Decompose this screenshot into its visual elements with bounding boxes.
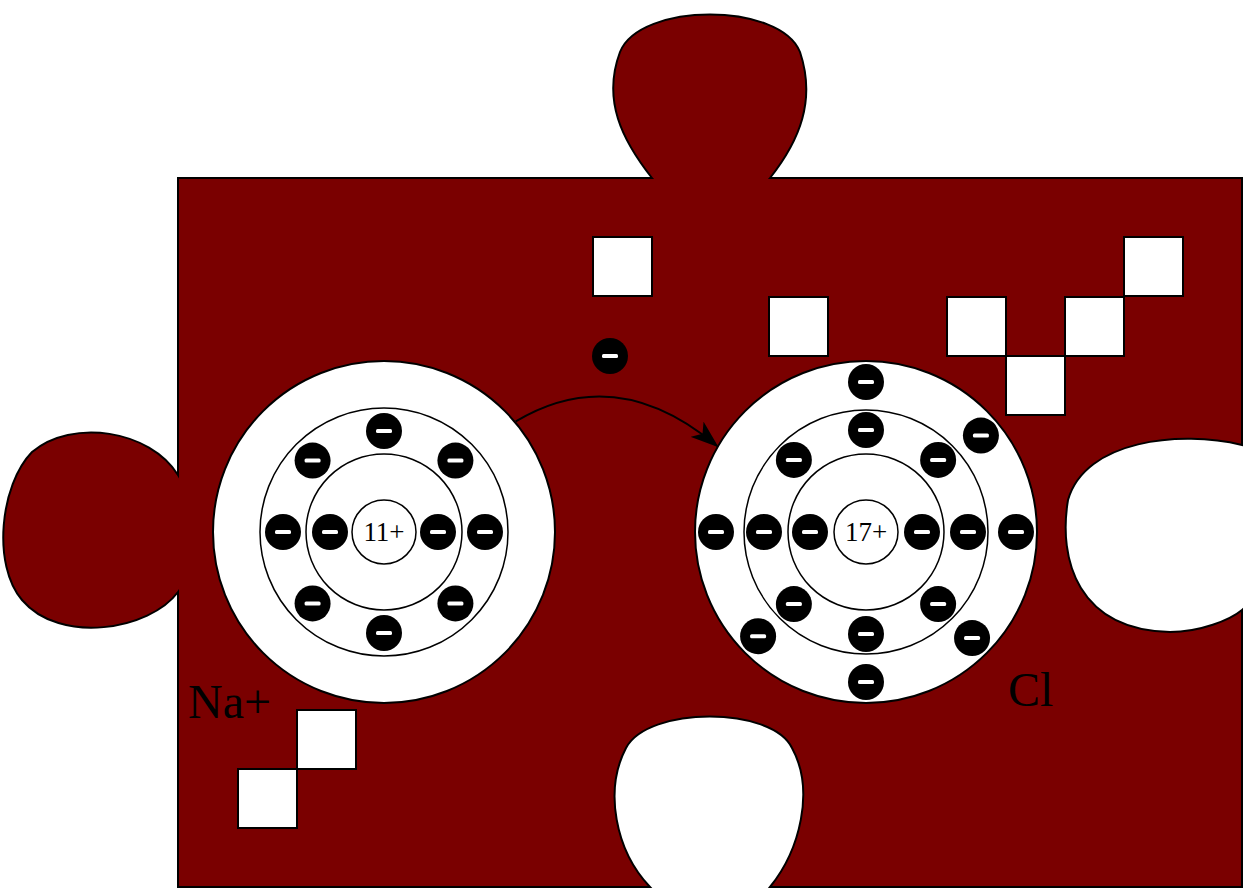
puzzle-outline: [3, 15, 1242, 888]
electron: [366, 413, 402, 449]
electron: [848, 664, 884, 700]
electron: [295, 585, 331, 621]
electron: [420, 514, 456, 550]
electron: [295, 443, 331, 479]
electron: [920, 442, 956, 478]
electron: [848, 412, 884, 448]
nucleus-circle: 11+: [351, 499, 417, 565]
atom-label: Na+: [188, 678, 271, 726]
electron: [437, 585, 473, 621]
electron: [920, 586, 956, 622]
electron: [950, 514, 986, 550]
atom-circle: Na+11+: [212, 360, 556, 704]
electron-transfer-arrow: [516, 397, 717, 446]
electron: [366, 615, 402, 651]
electron: [265, 514, 301, 550]
nucleus-charge: 17+: [845, 519, 887, 546]
electron: [776, 586, 812, 622]
electron: [954, 620, 990, 656]
electron: [467, 514, 503, 550]
electron: [437, 443, 473, 479]
nucleus-charge: 11+: [363, 519, 404, 546]
atom-circle: Cl17+: [694, 360, 1038, 704]
electron: [963, 418, 999, 454]
pixel-squares: [238, 237, 1183, 828]
electron: [848, 616, 884, 652]
electron: [998, 514, 1034, 550]
electron: [698, 514, 734, 550]
electron: [740, 618, 776, 654]
nucleus-circle: 17+: [833, 499, 899, 565]
electron: [776, 442, 812, 478]
electron: [848, 364, 884, 400]
electron: [904, 514, 940, 550]
electron: [312, 514, 348, 550]
atom-label: Cl: [1008, 666, 1053, 714]
free-electron: [592, 338, 628, 374]
electron: [746, 514, 782, 550]
electron: [792, 514, 828, 550]
